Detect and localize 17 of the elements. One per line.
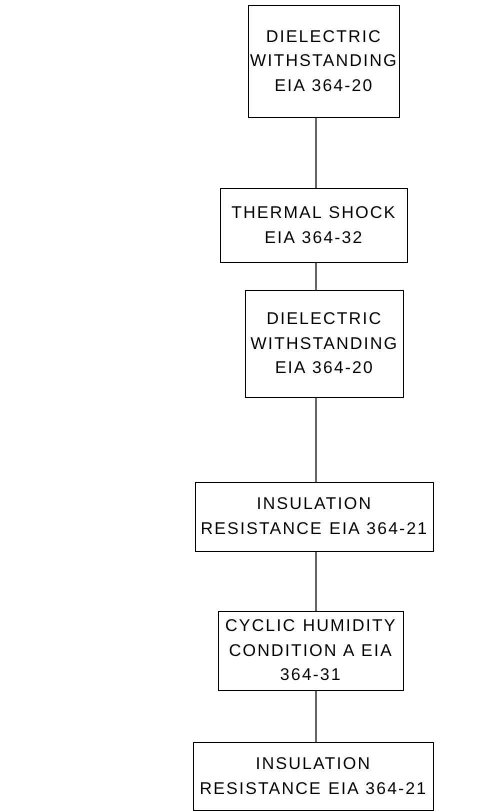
process-box (195, 482, 434, 552)
process-box (218, 611, 404, 691)
connector-line (315, 398, 317, 482)
connector-line (315, 263, 317, 290)
process-box (193, 742, 434, 811)
process-box (220, 188, 408, 263)
box-label: THERMAL SHOCK EIA 364-32 (230, 202, 398, 248)
connector-line (315, 118, 317, 188)
box-label: INSULATION RESISTANCE EIA 364-21 (200, 493, 429, 540)
box-label: DIELECTRIC WITHSTANDING EIA 364-20 (250, 26, 398, 97)
box-label: INSULATION RESISTANCE EIA 364-21 (198, 752, 428, 800)
box-label: CYCLIC HUMIDITY CONDITION A EIA 364-31 (224, 615, 398, 686)
process-box (248, 5, 400, 118)
process-box (245, 290, 404, 398)
connector-line (315, 691, 317, 742)
connector-line (315, 552, 317, 611)
box-label: DIELECTRIC WITHSTANDING EIA 364-20 (250, 308, 399, 380)
